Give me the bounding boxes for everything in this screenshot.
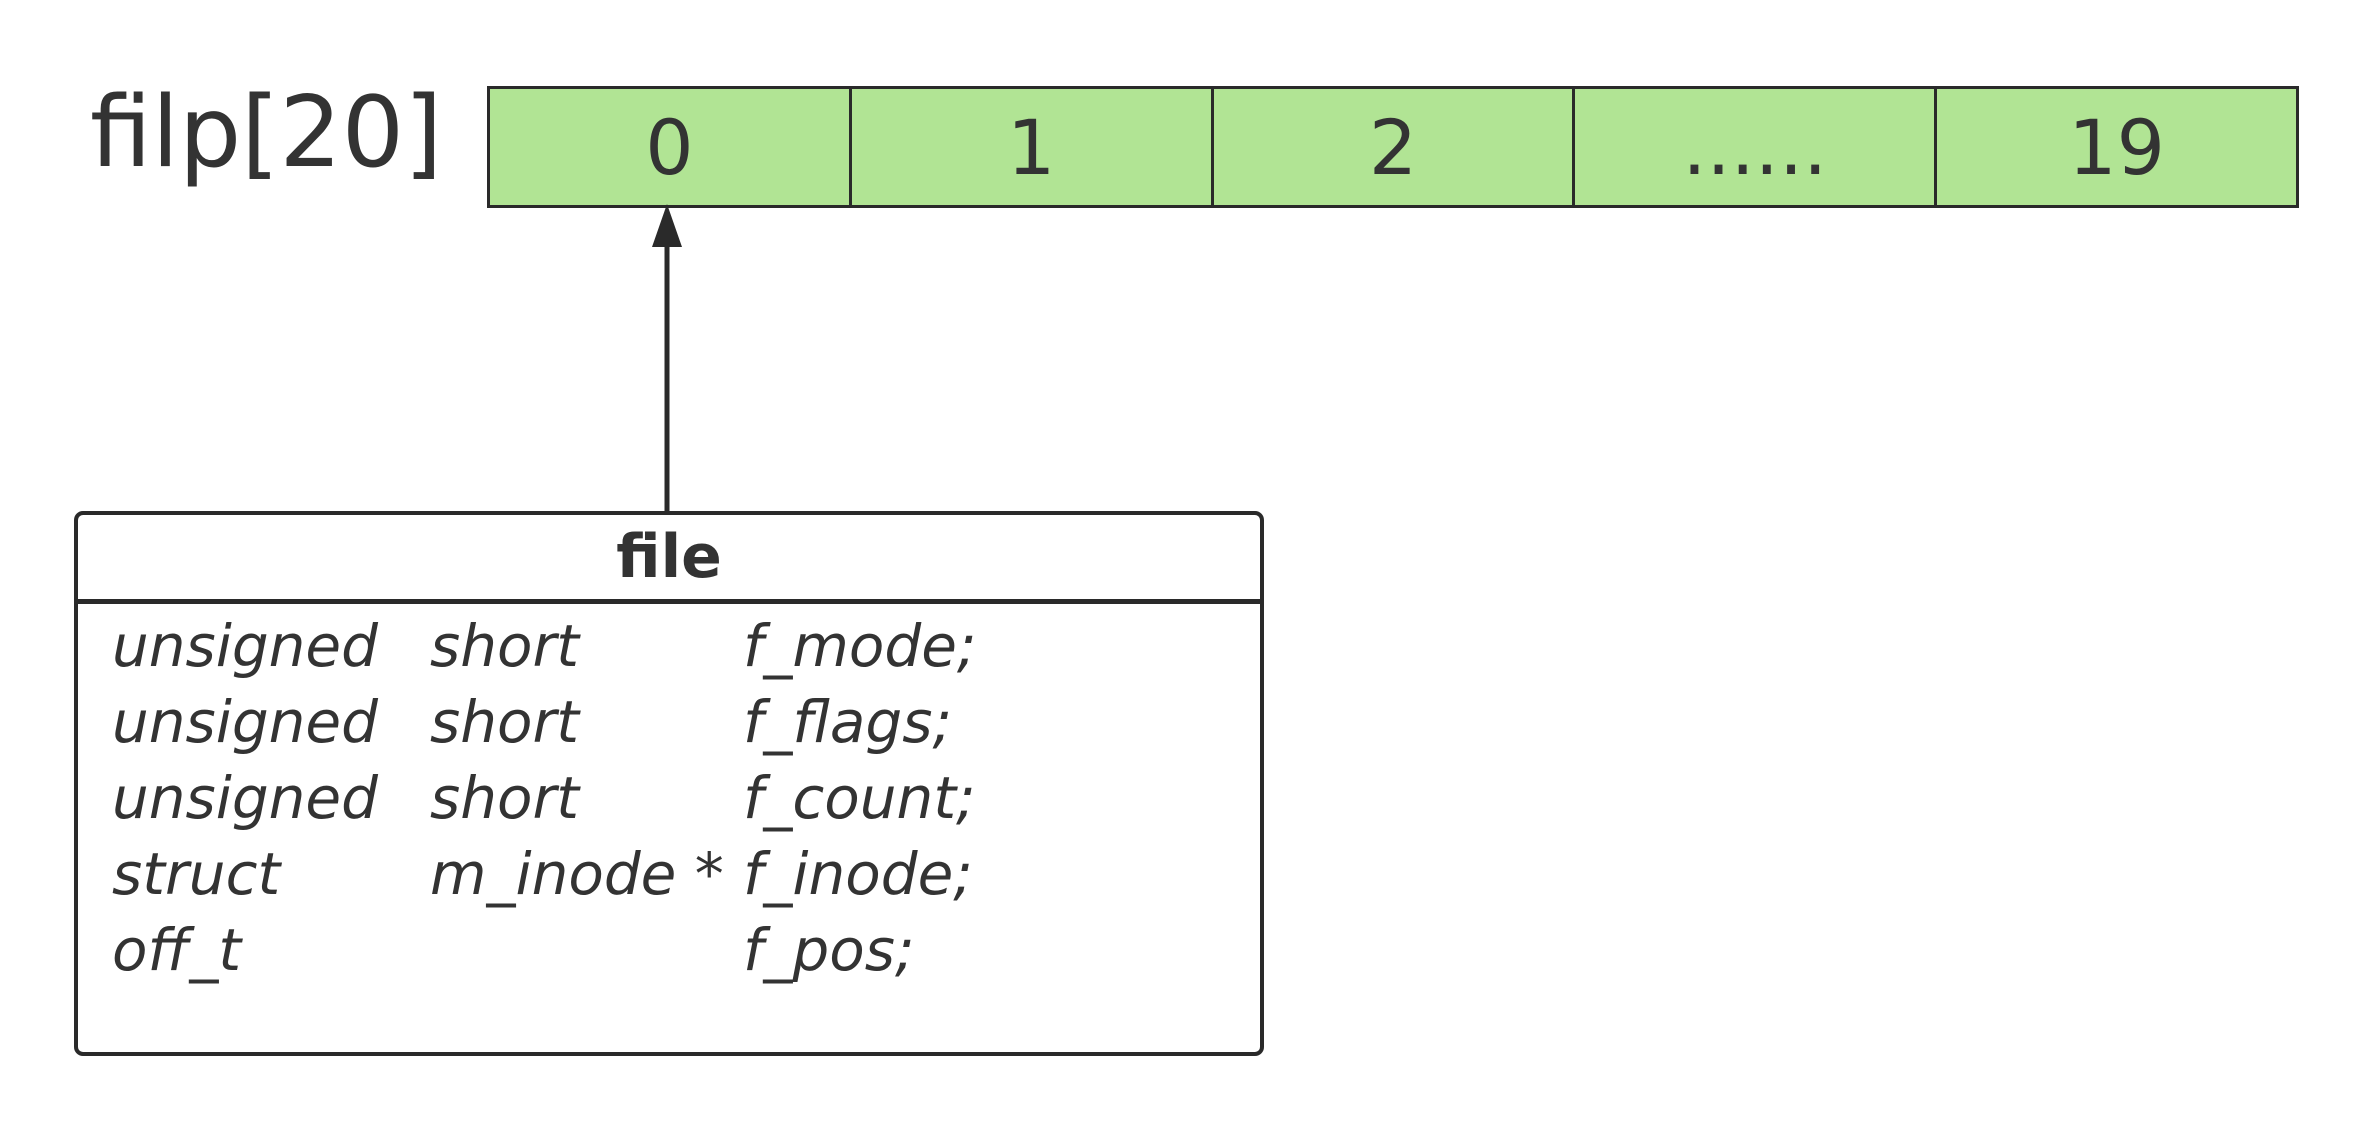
field-qualifier: short xyxy=(430,612,580,680)
field-qualifier: short xyxy=(430,764,580,832)
filp-array: 0 1 2 ...... 19 xyxy=(487,86,2299,208)
field-type: struct xyxy=(112,840,281,908)
field-type: unsigned xyxy=(112,764,378,832)
field-row: struct m_inode * f_inode; xyxy=(78,836,1260,912)
field-qualifier: short xyxy=(430,688,580,756)
array-cell-1: 1 xyxy=(852,89,1214,205)
field-name: f_pos; xyxy=(743,916,915,984)
field-name: f_count; xyxy=(743,764,976,832)
field-name: f_inode; xyxy=(743,840,973,908)
array-cell-0: 0 xyxy=(490,89,852,205)
field-name: f_flags; xyxy=(743,688,953,756)
field-name: f_mode; xyxy=(743,612,977,680)
field-type: unsigned xyxy=(112,612,378,680)
arrow-head xyxy=(652,204,682,247)
field-row: unsigned short f_mode; xyxy=(78,608,1260,684)
field-row: unsigned short f_count; xyxy=(78,760,1260,836)
array-cell-2: 2 xyxy=(1214,89,1576,205)
struct-title: file xyxy=(78,515,1260,604)
file-struct: file unsigned short f_mode; unsigned sho… xyxy=(74,511,1264,1056)
array-cell-19: 19 xyxy=(2068,102,2165,192)
field-row: off_t f_pos; xyxy=(78,912,1260,988)
struct-field-list: unsigned short f_mode; unsigned short f_… xyxy=(78,604,1260,988)
field-row: unsigned short f_flags; xyxy=(78,684,1260,760)
field-type: off_t xyxy=(112,916,242,984)
field-type: unsigned xyxy=(112,688,378,756)
array-label: filp[20] xyxy=(90,76,443,190)
array-cell-ellipsis: ...... xyxy=(1575,89,1938,205)
field-qualifier: m_inode * xyxy=(430,840,724,908)
